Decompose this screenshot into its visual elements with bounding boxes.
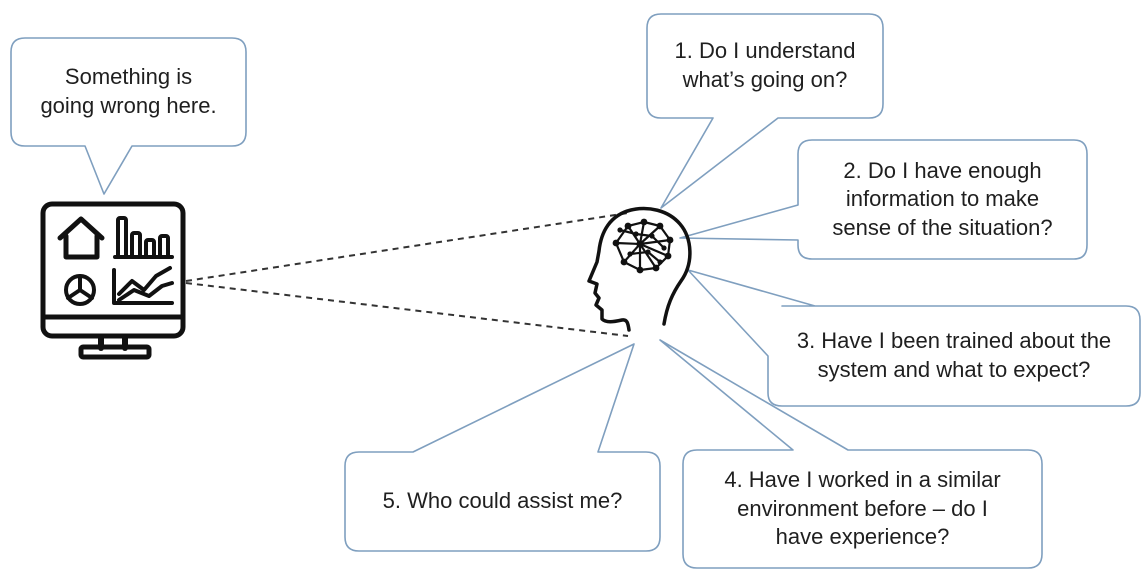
question-5-text: 5. Who could assist me?: [382, 488, 623, 514]
question-bubble-2: [679, 139, 1088, 260]
question-bubble-5: [344, 343, 661, 552]
brain-network: [612, 218, 674, 274]
question-bubble-1: [646, 13, 884, 209]
sight-line-upper: [185, 212, 629, 282]
head-brain-network-icon: [587, 206, 692, 332]
house-icon: [57, 216, 105, 260]
bar-chart-icon: [113, 216, 174, 259]
sight-line-lower: [185, 282, 629, 337]
sight-lines: [185, 212, 629, 337]
pie-chart-icon: [64, 274, 96, 306]
monitor-dashboard-icon: [40, 201, 186, 360]
question-bubble-4: [659, 339, 1043, 569]
line-chart-icon: [112, 266, 174, 305]
monitor-speech-bubble: [10, 37, 247, 195]
question-bubble-3: [687, 269, 1141, 407]
